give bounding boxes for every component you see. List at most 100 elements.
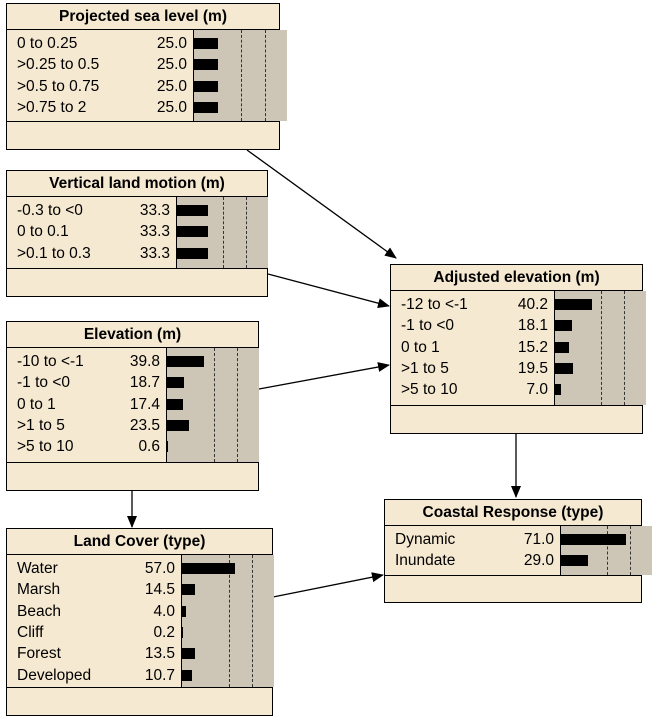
belief-bar-area [166,348,259,462]
belief-bar-area [560,526,652,575]
bar-gridline [252,555,253,687]
belief-bar [555,341,569,353]
state-probability: 33.3 [139,244,170,262]
state-label[interactable]: Developed [17,666,92,684]
belief-bar [555,299,592,310]
state-probability: 25.0 [156,77,187,95]
belief-bar [182,669,192,681]
belief-bar [555,384,561,396]
state-label[interactable]: >1 to 5 [17,416,65,434]
state-probability: 25.0 [156,56,187,74]
state-probability: 14.5 [144,581,175,599]
belief-bar-area [176,197,268,268]
state-probability: 13.5 [144,645,175,663]
state-probability: 25.0 [156,35,187,52]
state-probability: 29.0 [523,552,554,570]
node-title: Projected sea level (m) [7,4,279,30]
belief-bar [177,205,208,216]
belief-bar [194,59,218,71]
bar-gridline [223,197,224,268]
node-projected-sea-level[interactable]: Projected sea level (m) 0 to 0.25 25.0 >0.… [6,3,287,150]
state-label[interactable]: >5 to 10 [401,381,458,399]
state-probability: 39.8 [129,353,160,370]
state-label[interactable]: 0 to 1 [17,395,56,413]
bar-gridline [246,197,247,268]
state-label[interactable]: >5 to 10 [17,438,74,456]
node-title: Adjusted elevation (m) [391,265,642,291]
node-title: Elevation (m) [7,322,258,348]
state-probability: 0.6 [138,438,160,456]
node-vertical-land-motion[interactable]: Vertical land motion (m) -0.3 to <0 33.3 0… [6,170,268,297]
belief-bar [167,441,168,453]
state-label[interactable]: >0.1 to 0.3 [17,244,91,262]
state-label[interactable]: Marsh [17,581,61,599]
state-label[interactable]: Forest [17,645,61,663]
belief-bar [167,419,189,431]
belief-bar [194,80,218,92]
state-probability: 0.2 [153,623,175,641]
belief-bar-area [181,555,274,687]
state-probability: 19.5 [517,359,548,377]
node-title: Coastal Response (type) [385,500,641,526]
state-label[interactable]: Cliff [17,623,44,641]
node-title: Land Cover (type) [7,529,272,555]
bar-gridline [630,526,631,575]
state-probability: 18.1 [517,317,548,335]
state-probability: 33.3 [139,202,170,219]
belief-bar [561,555,588,567]
belief-bar [194,38,218,49]
state-label[interactable]: >0.75 to 2 [17,98,87,116]
state-label[interactable]: -0.3 to <0 [17,202,83,219]
state-probability: 15.2 [517,338,548,356]
bar-gridline [265,30,266,121]
bar-gridline [229,555,230,687]
belief-bar-area [554,291,646,405]
state-label[interactable]: -1 to <0 [401,317,454,335]
state-probability: 33.3 [139,223,170,241]
belief-bar-area [193,30,287,121]
state-probability: 57.0 [144,560,175,577]
state-probability: 17.4 [129,395,160,413]
state-label[interactable]: -12 to <-1 [401,296,468,313]
state-label[interactable]: >0.5 to 0.75 [17,77,100,95]
belief-bar [555,362,573,374]
state-label[interactable]: Inundate [395,552,456,570]
state-probability: 18.7 [129,374,160,392]
belief-bar [167,377,184,389]
state-label[interactable]: >1 to 5 [401,359,449,377]
state-label[interactable]: Water [17,560,58,577]
state-label[interactable]: Dynamic [395,531,456,548]
edge-land-cover-to-coastal-response [272,572,384,598]
edge-sea-level-to-adjusted-elevation [246,149,397,259]
state-probability: 10.7 [144,666,175,684]
state-label[interactable]: 0 to 1 [401,338,440,356]
state-label[interactable]: 0 to 0.25 [17,35,78,52]
bar-gridline [601,291,602,405]
state-probability: 25.0 [156,98,187,116]
node-elevation[interactable]: Elevation (m) -10 to <-1 39.8 -1 to <0 18.7… [6,321,259,491]
belief-bar [555,320,572,332]
edge-elevation-to-adjusted-elevation [258,362,390,390]
bar-gridline [241,30,242,121]
state-label[interactable]: -10 to <-1 [17,353,84,370]
state-label[interactable]: Beach [17,602,61,620]
edge-land-motion-to-adjusted-elevation [267,273,390,309]
belief-bar [177,226,208,238]
state-label[interactable]: 0 to 0.1 [17,223,69,241]
state-label[interactable]: -1 to <0 [17,374,70,392]
state-probability: 4.0 [153,602,175,620]
belief-bar [167,356,204,367]
belief-bar [177,247,208,259]
node-title: Vertical land motion (m) [7,171,267,197]
state-probability: 23.5 [129,416,160,434]
node-states: -0.3 to <0 33.3 0 to 0.1 33.3 >0.1 to 0.3 33.… [7,197,268,269]
node-states: 0 to 0.25 25.0 >0.25 to 0.5 25.0 >0.5 to 0.7… [7,30,287,122]
state-label[interactable]: >0.25 to 0.5 [17,56,100,74]
belief-bar [182,584,195,596]
